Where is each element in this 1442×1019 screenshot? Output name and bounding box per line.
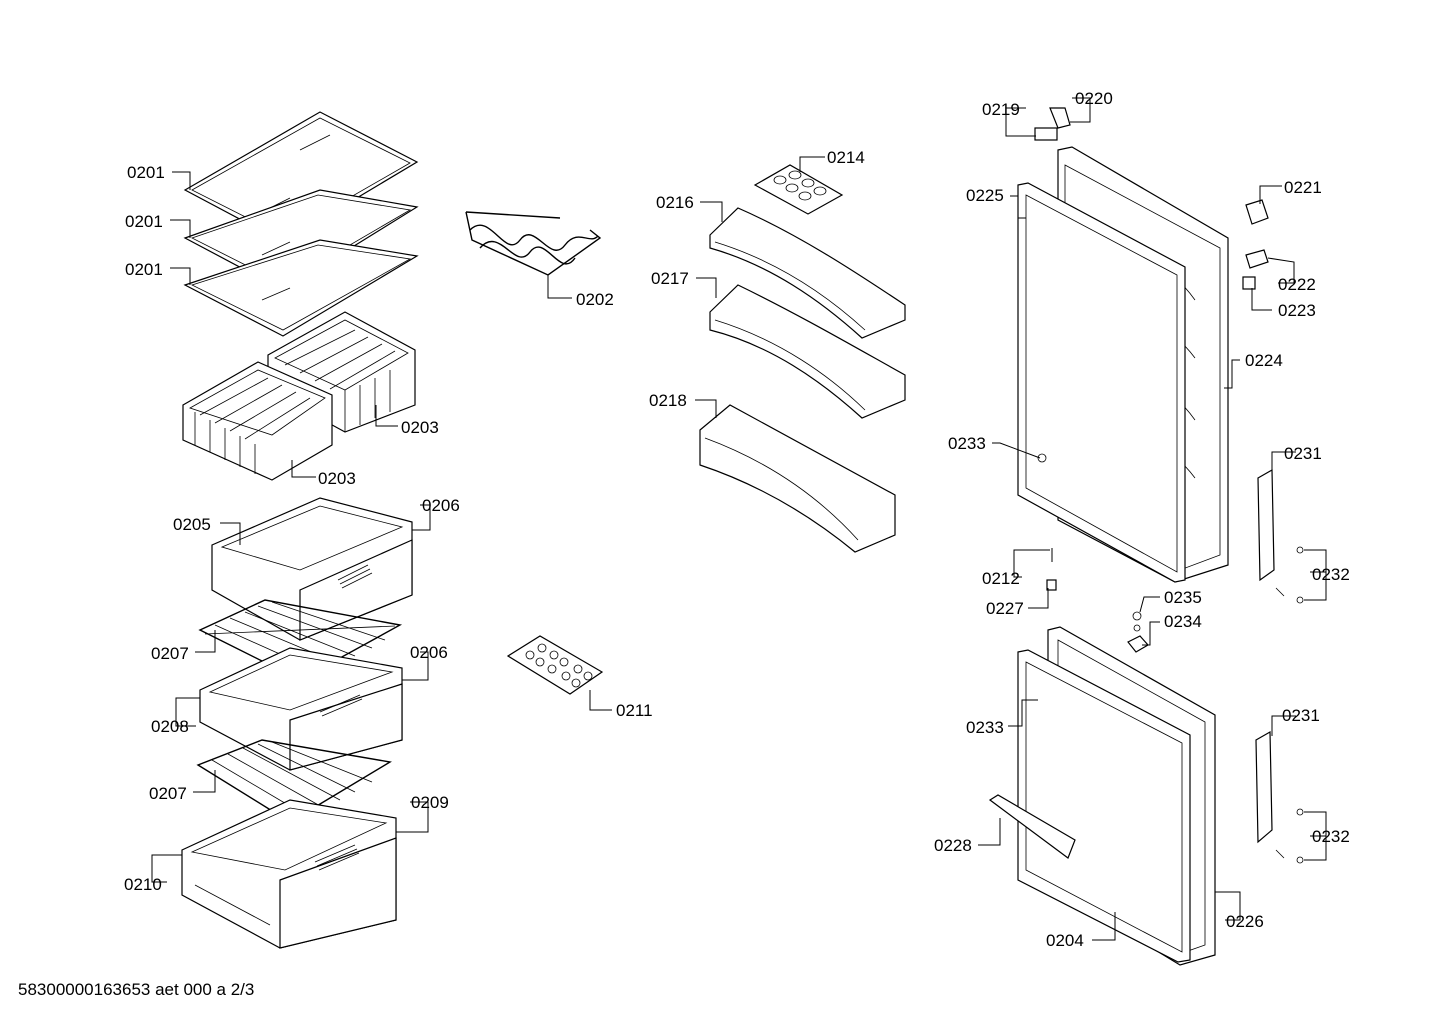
door-gasket-lower — [1017, 649, 1191, 963]
label-0202: 0202 — [576, 290, 614, 309]
label-0201-a: 0201 — [127, 163, 165, 182]
door-handle-upper — [1257, 468, 1304, 604]
label-0232-b: 0232 — [1312, 827, 1350, 846]
label-0220: 0220 — [1075, 89, 1113, 108]
leader-lines — [151, 97, 1327, 941]
label-0203-b: 0203 — [318, 469, 356, 488]
label-0216: 0216 — [656, 193, 694, 212]
document-footer-code: 58300000163653 aet 000 a 2/3 — [18, 980, 255, 999]
label-0212: 0212 — [982, 569, 1020, 588]
door-shelf-middle — [709, 284, 906, 419]
label-0205: 0205 — [173, 515, 211, 534]
glass-shelf-bottom — [183, 239, 419, 337]
label-0225: 0225 — [966, 186, 1004, 205]
door-handle-lower — [1255, 730, 1304, 864]
label-0201-c: 0201 — [125, 260, 163, 279]
label-0207-a: 0207 — [151, 644, 189, 663]
label-0223: 0223 — [1278, 301, 1316, 320]
label-0233-a: 0233 — [948, 434, 986, 453]
label-0210: 0210 — [124, 875, 162, 894]
freezer-flap-handle — [988, 794, 1076, 859]
label-0206-b: 0206 — [410, 643, 448, 662]
label-0203-a: 0203 — [401, 418, 439, 437]
door-shelf-upper — [709, 207, 906, 339]
drawer-bottom — [181, 799, 397, 949]
egg-tray — [753, 164, 844, 215]
hinge-parts-top — [1034, 107, 1269, 290]
wine-bottle-rack — [465, 211, 602, 276]
label-0206-a: 0206 — [422, 496, 460, 515]
label-0208: 0208 — [151, 717, 189, 736]
label-0231-b: 0231 — [1282, 706, 1320, 725]
wire-basket-front — [182, 361, 333, 481]
label-0221: 0221 — [1284, 178, 1322, 197]
label-0228: 0228 — [934, 836, 972, 855]
label-0234: 0234 — [1164, 612, 1202, 631]
label-0204: 0204 — [1046, 931, 1084, 950]
drawer-top — [211, 497, 413, 641]
label-0218: 0218 — [649, 391, 687, 410]
label-0224: 0224 — [1245, 351, 1283, 370]
door-shelf-lower — [699, 404, 896, 553]
label-0201-b: 0201 — [125, 212, 163, 231]
drawer-middle — [199, 647, 403, 771]
label-0209: 0209 — [411, 793, 449, 812]
label-0219: 0219 — [982, 100, 1020, 119]
ice-cube-tray — [506, 635, 604, 695]
part-labels: 0201 0201 0201 0202 0203 0203 0205 0206 … — [124, 89, 1350, 950]
wire-grid-bottom — [196, 739, 392, 823]
label-0235: 0235 — [1164, 588, 1202, 607]
label-0207-b: 0207 — [149, 784, 187, 803]
label-0222: 0222 — [1278, 275, 1316, 294]
label-0227: 0227 — [986, 599, 1024, 618]
label-0233-b: 0233 — [966, 718, 1004, 737]
label-0214: 0214 — [827, 148, 865, 167]
label-0211: 0211 — [616, 701, 653, 720]
label-0232-a: 0232 — [1312, 565, 1350, 584]
door-gasket-upper — [1017, 182, 1186, 583]
label-0226: 0226 — [1226, 912, 1264, 931]
label-0217: 0217 — [651, 269, 689, 288]
label-0231-a: 0231 — [1284, 444, 1322, 463]
